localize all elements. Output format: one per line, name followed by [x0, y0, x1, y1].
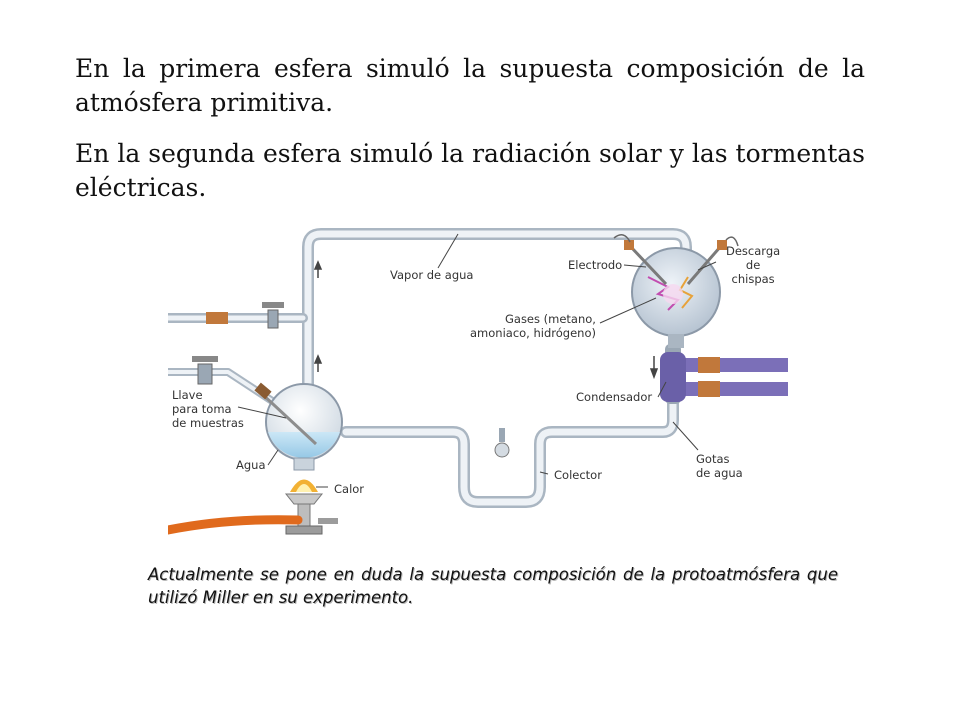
- caption-doubt: Actualmente se pone en duda la supuesta …: [148, 565, 838, 607]
- label-vapor: Vapor de agua: [390, 268, 474, 282]
- label-agua: Agua: [236, 458, 266, 472]
- label-electrodo: Electrodo: [568, 258, 623, 272]
- apparatus-illustration: [163, 228, 788, 535]
- paragraph-first-sphere: En la primera esfera simuló la supuesta …: [75, 54, 865, 117]
- paragraph-second-sphere: En la segunda esfera simuló la radiación…: [75, 139, 865, 202]
- glass-tubing: [163, 228, 692, 508]
- label-calor: Calor: [334, 482, 365, 496]
- condenser: [660, 344, 788, 404]
- valves: [192, 302, 510, 458]
- label-leaders: [237, 233, 717, 488]
- label-colector: Colector: [554, 468, 602, 482]
- label-gotas: Gotas de agua: [696, 452, 743, 480]
- label-llave: Llave para toma de muestras: [172, 388, 244, 430]
- label-descarga: Descarga de chispas: [726, 244, 781, 286]
- miller-experiment-diagram: Vapor de agua Electrodo Descarga de chis…: [163, 222, 788, 547]
- spark-sphere: [613, 234, 739, 348]
- burner: [163, 479, 338, 535]
- label-gases: Gases (metano, amoniaco, hidrógeno): [470, 312, 596, 340]
- water-flask: [254, 382, 343, 471]
- label-condensador: Condensador: [576, 390, 653, 404]
- flow-arrows: [313, 260, 659, 380]
